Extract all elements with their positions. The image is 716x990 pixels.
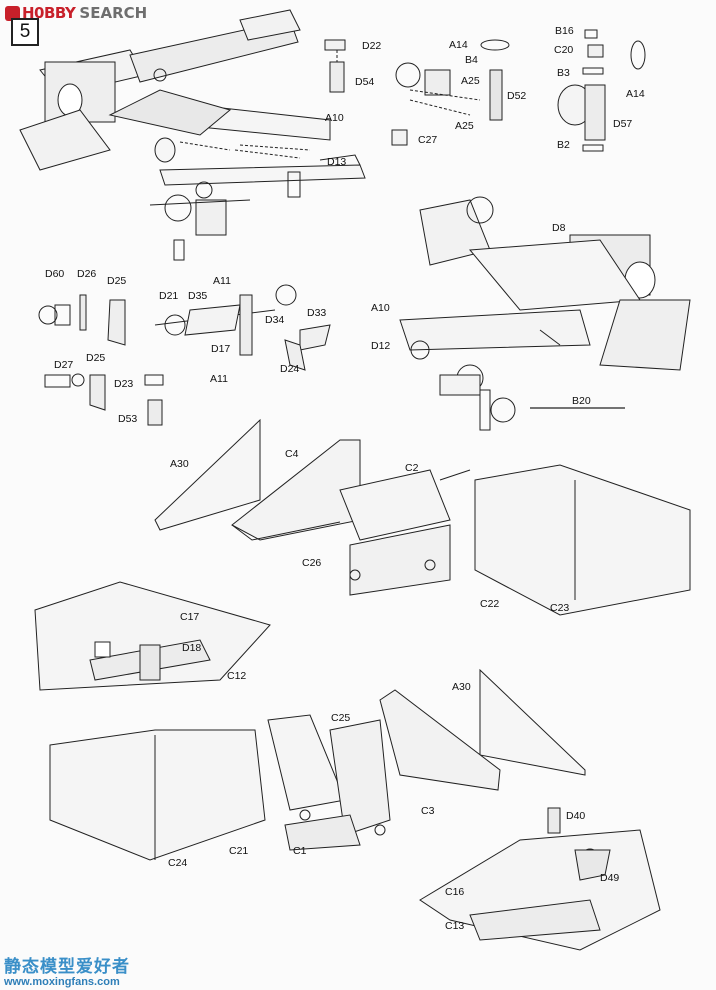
label-b20: B20 xyxy=(572,395,591,407)
label-d26: D26 xyxy=(77,268,97,280)
logo-icon xyxy=(5,5,20,21)
watermark-url: www.moxingfans.com xyxy=(4,976,120,988)
gun-assembly-upper-left xyxy=(19,9,366,261)
label-d52: D52 xyxy=(507,90,527,102)
part-c24-c21 xyxy=(49,729,266,861)
part-c25-c1 xyxy=(267,714,391,851)
label-d27: D27 xyxy=(54,359,74,371)
label-d25-a: D25 xyxy=(107,275,127,287)
part-c16-c13-assembly xyxy=(419,807,661,951)
label-d53: D53 xyxy=(118,413,138,425)
part-c17-c12 xyxy=(34,581,271,691)
label-b2: B2 xyxy=(557,139,570,151)
label-b3: B3 xyxy=(557,67,570,79)
part-c2-c26 xyxy=(339,469,471,596)
part-handwheel-assembly xyxy=(391,39,510,146)
logo-brand-primary: H0BBY xyxy=(22,4,76,22)
label-d12: D12 xyxy=(371,340,391,352)
label-c3: C3 xyxy=(421,805,435,817)
part-c3 xyxy=(379,689,501,791)
label-d35: D35 xyxy=(188,290,208,302)
label-d57: D57 xyxy=(613,118,633,130)
label-d21: D21 xyxy=(159,290,179,302)
label-c16: C16 xyxy=(445,886,465,898)
small-parts-left xyxy=(38,294,164,426)
label-d23: D23 xyxy=(114,378,134,390)
label-c27: C27 xyxy=(418,134,438,146)
label-d33: D33 xyxy=(307,307,327,319)
label-c22: C22 xyxy=(480,598,500,610)
label-d60: D60 xyxy=(45,268,65,280)
part-d22-d54 xyxy=(324,39,346,93)
label-c26: C26 xyxy=(302,557,322,569)
part-d57-column xyxy=(557,29,646,152)
label-c24: C24 xyxy=(168,857,188,869)
label-d17: D17 xyxy=(211,343,231,355)
label-a25-a: A25 xyxy=(461,75,480,87)
label-a11-top: A11 xyxy=(213,275,231,287)
gun-assembly-middle-right xyxy=(399,196,691,431)
label-a25-b: A25 xyxy=(455,120,474,132)
part-c22-c23 xyxy=(474,464,691,616)
label-a30-top: A30 xyxy=(170,458,189,470)
label-a10-mid: A10 xyxy=(371,302,390,314)
label-a11-bottom: A11 xyxy=(210,373,228,385)
label-d24: D24 xyxy=(280,363,300,375)
label-c23: C23 xyxy=(550,602,570,614)
label-a14-right: A14 xyxy=(626,88,645,100)
part-a30-lower xyxy=(479,668,586,776)
label-b4: B4 xyxy=(465,54,478,66)
site-logo[interactable]: H0BBY SEARCH xyxy=(0,0,147,26)
label-a14-top: A14 xyxy=(449,39,468,51)
label-c1: C1 xyxy=(293,845,307,857)
label-c25: C25 xyxy=(331,712,351,724)
small-parts-center xyxy=(154,284,331,371)
label-d13: D13 xyxy=(327,156,347,168)
label-d40: D40 xyxy=(566,810,586,822)
label-a10-top: A10 xyxy=(325,112,344,124)
label-d25-b: D25 xyxy=(86,352,106,364)
label-d54: D54 xyxy=(355,76,375,88)
label-c17: C17 xyxy=(180,611,200,623)
label-d49: D49 xyxy=(600,872,620,884)
label-c4: C4 xyxy=(285,448,299,460)
label-d34: D34 xyxy=(265,314,285,326)
label-d8: D8 xyxy=(552,222,566,234)
part-c4 xyxy=(231,439,361,541)
label-d18: D18 xyxy=(182,642,202,654)
step-number: 5 xyxy=(11,18,39,46)
label-c20: C20 xyxy=(554,44,574,56)
logo-brand-secondary: SEARCH xyxy=(79,4,148,22)
part-a30-upper xyxy=(154,418,261,531)
label-d22: D22 xyxy=(362,40,382,52)
label-b16: B16 xyxy=(555,25,574,37)
label-c21: C21 xyxy=(229,845,249,857)
label-c13: C13 xyxy=(445,920,465,932)
watermark-chinese: 静态模型爱好者 xyxy=(4,957,130,976)
site-watermark: 静态模型爱好者 www.moxingfans.com xyxy=(4,957,130,989)
label-c2: C2 xyxy=(405,462,419,474)
label-c12: C12 xyxy=(227,670,247,682)
label-a30-bottom: A30 xyxy=(452,681,471,693)
